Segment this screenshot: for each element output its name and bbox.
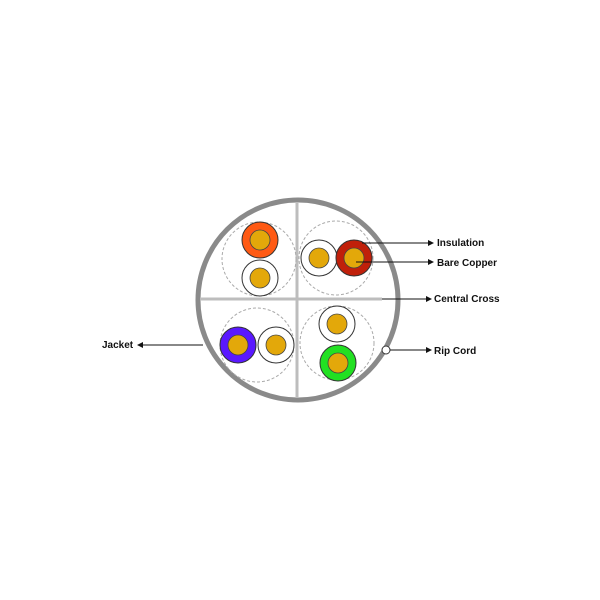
central-cross-label: Central Cross bbox=[434, 294, 500, 305]
insulation-label: Insulation bbox=[437, 238, 484, 249]
pair-boundary bbox=[221, 221, 297, 297]
bare-copper-conductor bbox=[327, 352, 349, 374]
rip-cord-label: Rip Cord bbox=[434, 346, 476, 357]
orange-pair bbox=[221, 221, 297, 297]
green-pair bbox=[299, 305, 375, 382]
bare-copper-conductor bbox=[249, 267, 271, 289]
blue-pair bbox=[219, 307, 295, 383]
bare-copper-label: Bare Copper bbox=[437, 258, 497, 269]
pair-boundary bbox=[298, 220, 374, 296]
bare-copper-conductor bbox=[343, 247, 365, 269]
bare-copper-conductor bbox=[227, 334, 249, 356]
bare-copper-conductor bbox=[249, 229, 271, 251]
rip-cord bbox=[381, 345, 391, 355]
pair-boundary bbox=[299, 305, 375, 381]
jacket-label: Jacket bbox=[102, 340, 134, 351]
bare-copper-conductor bbox=[265, 334, 287, 356]
bare-copper-conductor bbox=[308, 247, 330, 269]
red-pair bbox=[298, 220, 374, 296]
bare-copper-conductor bbox=[326, 313, 348, 335]
